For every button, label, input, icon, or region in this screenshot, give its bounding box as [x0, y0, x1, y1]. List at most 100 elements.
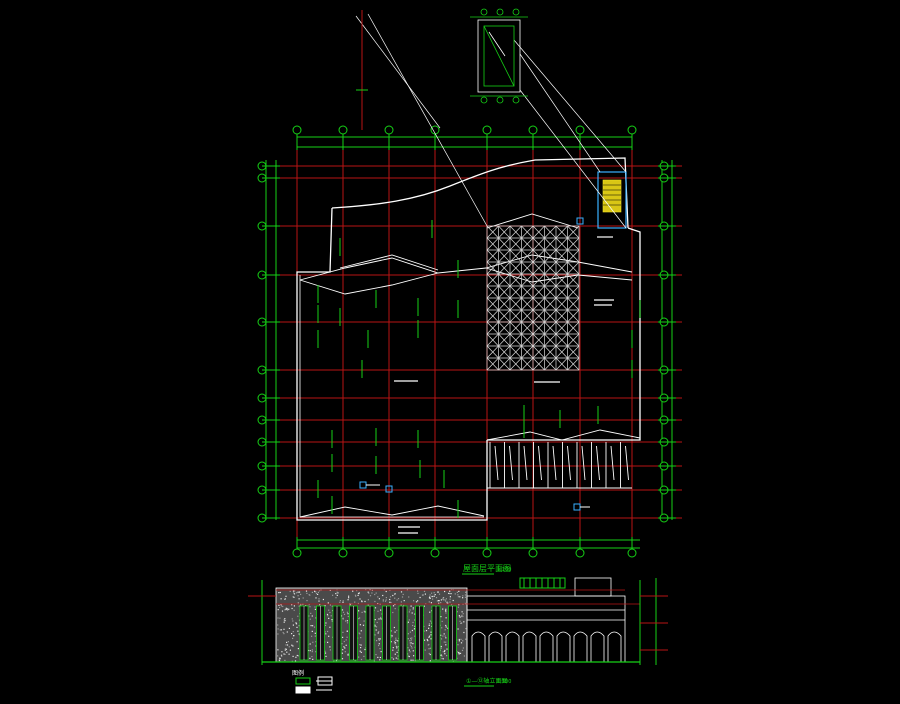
speckle-dot — [428, 601, 430, 603]
speckle-dot — [407, 655, 409, 657]
speckle-dot — [461, 611, 463, 613]
speckle-dot — [293, 609, 295, 611]
speckle-dot — [312, 625, 314, 627]
speckle-dot — [442, 635, 444, 637]
speckle-dot — [329, 626, 331, 628]
speckle-dot — [414, 628, 416, 630]
speckle-dot — [431, 595, 433, 598]
speckle-dot — [396, 651, 398, 653]
speckle-dot — [390, 601, 392, 604]
speckle-dot — [293, 605, 295, 607]
speckle-dot — [440, 616, 442, 618]
sawtooth-glazing — [581, 445, 586, 481]
truss-diagonal — [498, 249, 511, 263]
truss-diagonal — [486, 345, 499, 359]
speckle-dot — [291, 607, 293, 610]
speckle-dot — [378, 631, 380, 633]
truss-diagonal — [509, 309, 522, 323]
speckle-dot — [428, 623, 430, 625]
speckle-dot — [457, 644, 459, 646]
speckle-dot — [367, 599, 369, 601]
speckle-dot — [367, 604, 369, 606]
truss-diagonal — [532, 345, 545, 359]
truss-diagonal — [509, 261, 522, 275]
speckle-dot — [458, 604, 460, 606]
speckle-dot — [395, 645, 397, 647]
truss-diagonal — [509, 285, 522, 299]
speckle-dot — [324, 631, 326, 633]
speckle-dot — [380, 616, 382, 619]
speckle-dot — [352, 590, 354, 592]
speckle-dot — [280, 629, 282, 631]
detail-leaders — [355, 13, 627, 229]
speckle-dot — [445, 644, 447, 646]
speckle-dot — [412, 608, 414, 610]
speckle-dot — [435, 597, 438, 599]
speckle-dot — [297, 655, 299, 657]
speckle-dot — [445, 610, 447, 612]
speckle-dot — [367, 591, 369, 593]
speckle-dot — [445, 600, 447, 602]
speckle-dot — [297, 630, 299, 632]
axis-grid — [258, 128, 682, 555]
truss-diagonal — [521, 237, 534, 251]
speckle-dot — [305, 590, 308, 592]
speckle-dot — [288, 653, 290, 655]
speckle-dot — [288, 608, 290, 610]
speckle-dot — [464, 596, 466, 598]
speckle-dot — [430, 631, 432, 633]
speckle-dot — [283, 628, 285, 630]
speckle-dot — [292, 624, 294, 626]
speckle-dot — [463, 655, 465, 657]
speckle-dot — [446, 655, 448, 657]
speckle-dot — [327, 641, 329, 643]
truss-diagonal — [544, 321, 557, 335]
speckle-dot — [371, 592, 373, 594]
truss-diagonal — [567, 249, 580, 263]
truss-diagonal — [532, 309, 545, 323]
axis-bubble-bottom — [430, 548, 440, 558]
speckle-dot — [357, 592, 360, 595]
speckle-dot — [380, 609, 382, 611]
speckle-dot — [393, 626, 395, 629]
speckle-dot — [345, 639, 347, 641]
truss-diagonal — [521, 333, 534, 347]
truss-diagonal — [486, 321, 499, 335]
truss-diagonal — [509, 237, 522, 251]
speckle-dot — [374, 607, 377, 609]
speckle-dot — [378, 638, 380, 640]
speckle-dot — [355, 595, 357, 597]
speckle-dot — [412, 643, 414, 645]
speckle-dot — [284, 618, 286, 620]
speckle-dot — [431, 595, 434, 598]
speckle-dot — [277, 617, 279, 619]
speckle-dot — [409, 651, 411, 653]
axis-bubble-bottom — [384, 548, 394, 558]
speckle-dot — [429, 660, 431, 662]
truss-diagonal — [567, 297, 580, 311]
speckle-dot — [288, 627, 290, 629]
truss-diagonal — [555, 285, 568, 299]
speckle-dot — [441, 620, 443, 622]
speckle-dot — [346, 630, 348, 632]
speckle-dot — [282, 631, 284, 634]
speckle-dot — [390, 636, 392, 638]
truss-diagonal — [567, 261, 580, 275]
speckle-dot — [440, 645, 442, 648]
speckle-dot — [417, 592, 419, 594]
speckle-dot — [411, 612, 413, 614]
truss-diagonal — [498, 345, 511, 359]
speckle-dot — [421, 594, 424, 596]
speckle-dot — [407, 621, 409, 623]
speckle-dot — [341, 652, 343, 654]
speckle-dot — [409, 609, 411, 611]
truss-diagonal — [555, 261, 568, 275]
speckle-dot — [440, 599, 442, 601]
speckle-dot — [354, 659, 356, 662]
truss-diagonal — [498, 225, 511, 239]
speckle-dot — [440, 638, 443, 640]
axis-bubble-top — [627, 125, 637, 135]
speckle-dot — [293, 596, 295, 598]
